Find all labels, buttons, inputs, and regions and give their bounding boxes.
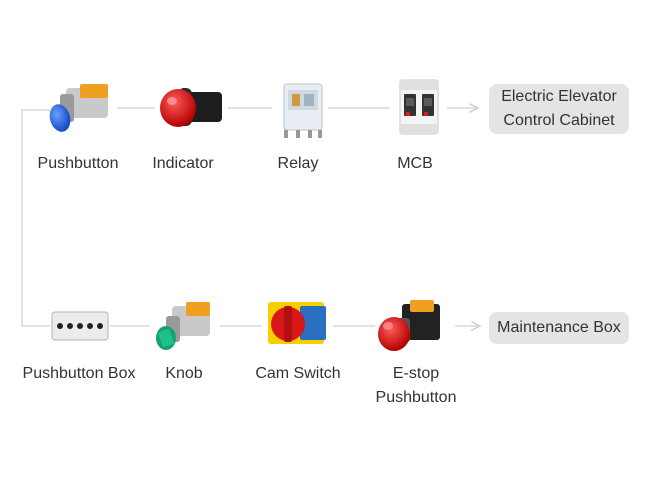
knob-selector-icon xyxy=(156,302,210,350)
component-label-knob: Knob xyxy=(165,365,203,382)
component-label-pushbutton: Pushbutton xyxy=(37,155,119,172)
component-label-pushbutton-box: Pushbutton Box xyxy=(22,365,136,382)
component-label-relay: Relay xyxy=(277,155,319,172)
indicator-light-icon xyxy=(160,88,222,127)
pushbutton-icon xyxy=(49,84,108,132)
component-label-cam-switch: Cam Switch xyxy=(255,365,341,382)
mcb-icon xyxy=(399,79,439,135)
row-bracket-line xyxy=(21,109,50,327)
relay-icon xyxy=(283,83,323,138)
pushbutton-box-icon xyxy=(51,311,109,341)
component-label-indicator: Indicator xyxy=(152,155,214,172)
row1-connectors xyxy=(21,108,478,327)
cam-switch-icon xyxy=(268,302,326,344)
destination-label: Electric Elevator Control Cabinet xyxy=(501,88,617,129)
component-label-mcb: MCB xyxy=(397,155,433,172)
destination-label: Maintenance Box xyxy=(497,319,621,336)
destination-maintenance-box: Maintenance Box xyxy=(489,312,629,344)
estop-pushbutton-icon xyxy=(378,300,440,351)
destination-control-cabinet: Electric Elevator Control Cabinet xyxy=(489,84,629,134)
component-label-estop: E-stop Pushbutton xyxy=(375,365,457,406)
